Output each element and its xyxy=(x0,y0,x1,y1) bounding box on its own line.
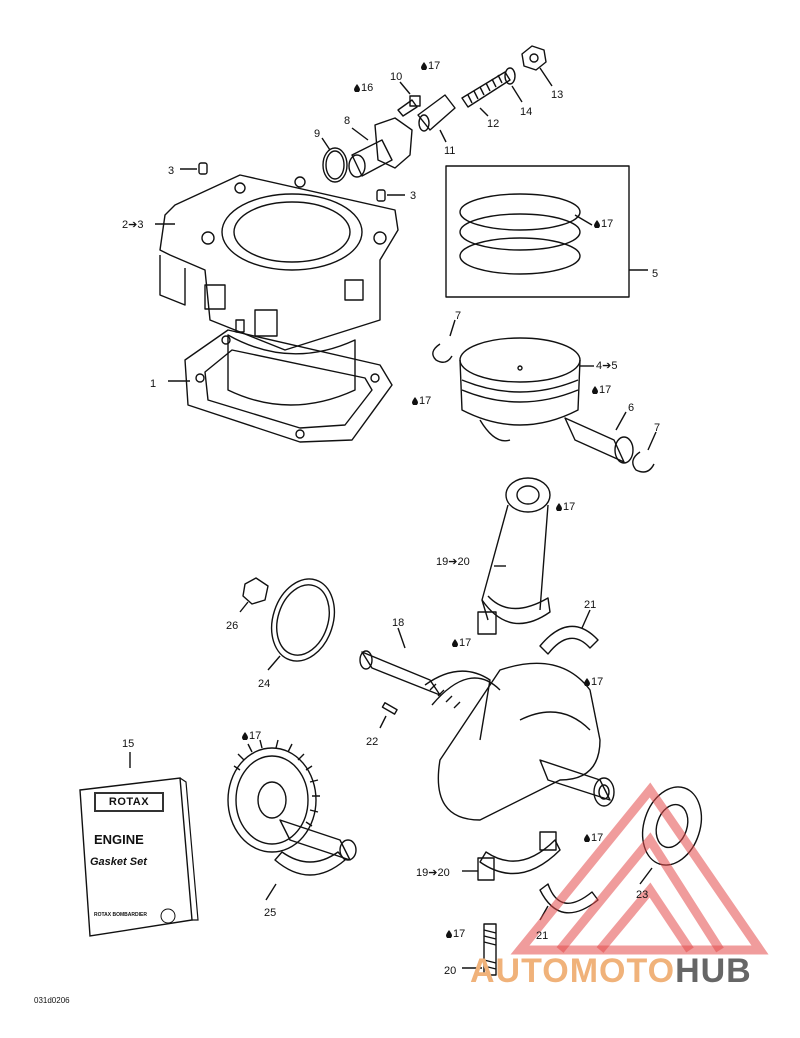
part-label-l14: 14 xyxy=(520,106,533,118)
lubricant-label-o17d: 17 xyxy=(592,384,611,396)
lubricant-label-o17c: 17 xyxy=(412,395,431,407)
lubricant-number: 17 xyxy=(453,928,466,940)
plug-part-26 xyxy=(239,577,269,613)
lubricant-number: 17 xyxy=(591,832,604,844)
oil-drop-icon xyxy=(446,930,452,938)
lubricant-label-o17e: 17 xyxy=(556,501,575,513)
part-label-l18: 18 xyxy=(392,617,405,629)
part-label-l21b: 21 xyxy=(536,930,549,942)
tensioner-housing-part-8 xyxy=(348,117,413,178)
gasket-part-24 xyxy=(267,578,336,671)
oil-drop-icon xyxy=(594,220,600,228)
lubricant-number: 17 xyxy=(459,637,472,649)
book-outline-icon xyxy=(79,777,199,937)
part-label-l7b: 7 xyxy=(654,422,661,434)
connecting-rod-part-19 xyxy=(477,477,551,635)
part-label-l13: 13 xyxy=(551,89,564,101)
watermark-part1: AUTOMOTO xyxy=(470,952,676,990)
part-label-l9: 9 xyxy=(314,128,321,140)
bearing-part-21a xyxy=(539,609,599,655)
stud-part-20 xyxy=(462,923,497,976)
part-label-l26: 26 xyxy=(226,620,239,632)
part-label-l3b: 3 xyxy=(410,190,417,202)
part-label-l22: 22 xyxy=(366,736,379,748)
lubricant-number: 17 xyxy=(419,395,432,407)
key-part-22 xyxy=(379,702,398,729)
thrust-washer-part-23 xyxy=(639,786,703,885)
piston-rings-box-part-5 xyxy=(445,165,648,298)
lubricant-label-o17h: 17 xyxy=(242,730,261,742)
sleeve-part-11 xyxy=(417,94,456,143)
lubricant-number: 17 xyxy=(599,384,612,396)
part-label-l12: 12 xyxy=(487,118,500,130)
watermark-logo-icon xyxy=(510,782,769,955)
watermark-text: AUTOMOTOHUB xyxy=(470,952,752,991)
book-footer: ROTAX BOMBARDIER xyxy=(94,912,147,918)
crankshaft-part-18 xyxy=(359,627,615,821)
lubricant-label-o17j: 17 xyxy=(446,928,465,940)
part-label-l21a: 21 xyxy=(584,599,597,611)
lubricant-label-o17f: 17 xyxy=(452,637,471,649)
part-label-l25: 25 xyxy=(264,907,277,919)
book-title: ENGINE xyxy=(94,832,144,847)
part-label-l20: 20 xyxy=(444,965,457,977)
circlip-part-7a xyxy=(432,319,456,363)
lubricant-label-o17i: 17 xyxy=(584,832,603,844)
lubricant-label-o16: 16 xyxy=(354,82,373,94)
lubricant-number: 17 xyxy=(601,218,614,230)
part-label-l10: 10 xyxy=(390,71,403,83)
o-ring-part-14 xyxy=(504,67,523,103)
gasket-set-book-part-15: ROTAX ENGINE Gasket Set ROTAX BOMBARDIER xyxy=(70,770,200,940)
oil-drop-icon xyxy=(556,503,562,511)
book-subtitle: Gasket Set xyxy=(90,856,147,868)
part-label-l7a: 7 xyxy=(455,310,462,322)
lubricant-number: 17 xyxy=(591,676,604,688)
o-ring-part-9 xyxy=(321,137,348,183)
book-logo: ROTAX xyxy=(94,792,164,812)
lubricant-number: 17 xyxy=(249,730,262,742)
lubricant-number: 17 xyxy=(563,501,576,513)
bolt-part-10 xyxy=(397,81,421,117)
balancer-shaft-part-25 xyxy=(227,739,357,901)
lubricant-number: 17 xyxy=(428,60,441,72)
part-label-l23: 23 xyxy=(636,889,649,901)
part-label-l2: 2➔3 xyxy=(122,219,144,231)
part-label-l19a: 19➔20 xyxy=(436,556,470,568)
part-label-l11: 11 xyxy=(444,145,456,157)
lubricant-label-o17a: 17 xyxy=(421,60,440,72)
part-label-l3a: 3 xyxy=(168,165,175,177)
oil-drop-icon xyxy=(354,84,360,92)
lubricant-number: 16 xyxy=(361,82,374,94)
dowel-pins-part-3 xyxy=(180,162,405,202)
oil-drop-icon xyxy=(592,386,598,394)
lubricant-label-o17b: 17 xyxy=(594,218,613,230)
circlip-part-7b xyxy=(632,431,657,473)
oil-drop-icon xyxy=(421,62,427,70)
watermark-part2: HUB xyxy=(675,952,752,990)
oil-drop-icon xyxy=(242,732,248,740)
part-label-l1: 1 xyxy=(150,378,157,390)
reference-code: 031d0206 xyxy=(34,996,70,1005)
oil-drop-icon xyxy=(452,639,458,647)
part-label-l6: 6 xyxy=(628,402,635,414)
part-label-l19b: 19➔20 xyxy=(416,867,450,879)
part-label-l4: 4➔5 xyxy=(596,360,618,372)
screw-part-12 xyxy=(461,71,511,117)
lubricant-label-o17g: 17 xyxy=(584,676,603,688)
base-gasket-part-1 xyxy=(168,329,393,443)
part-label-l15: 15 xyxy=(122,738,135,750)
oil-drop-icon xyxy=(412,397,418,405)
part-label-l24: 24 xyxy=(258,678,271,690)
piston-part-4 xyxy=(459,337,594,442)
rod-cap-part-19b xyxy=(462,831,561,881)
oil-drop-icon xyxy=(584,678,590,686)
nut-part-13 xyxy=(521,45,553,87)
part-label-l5: 5 xyxy=(652,268,659,280)
piston-pin-part-6 xyxy=(564,411,634,464)
part-label-l8: 8 xyxy=(344,115,351,127)
cylinder-part-2 xyxy=(155,174,399,406)
oil-drop-icon xyxy=(584,834,590,842)
